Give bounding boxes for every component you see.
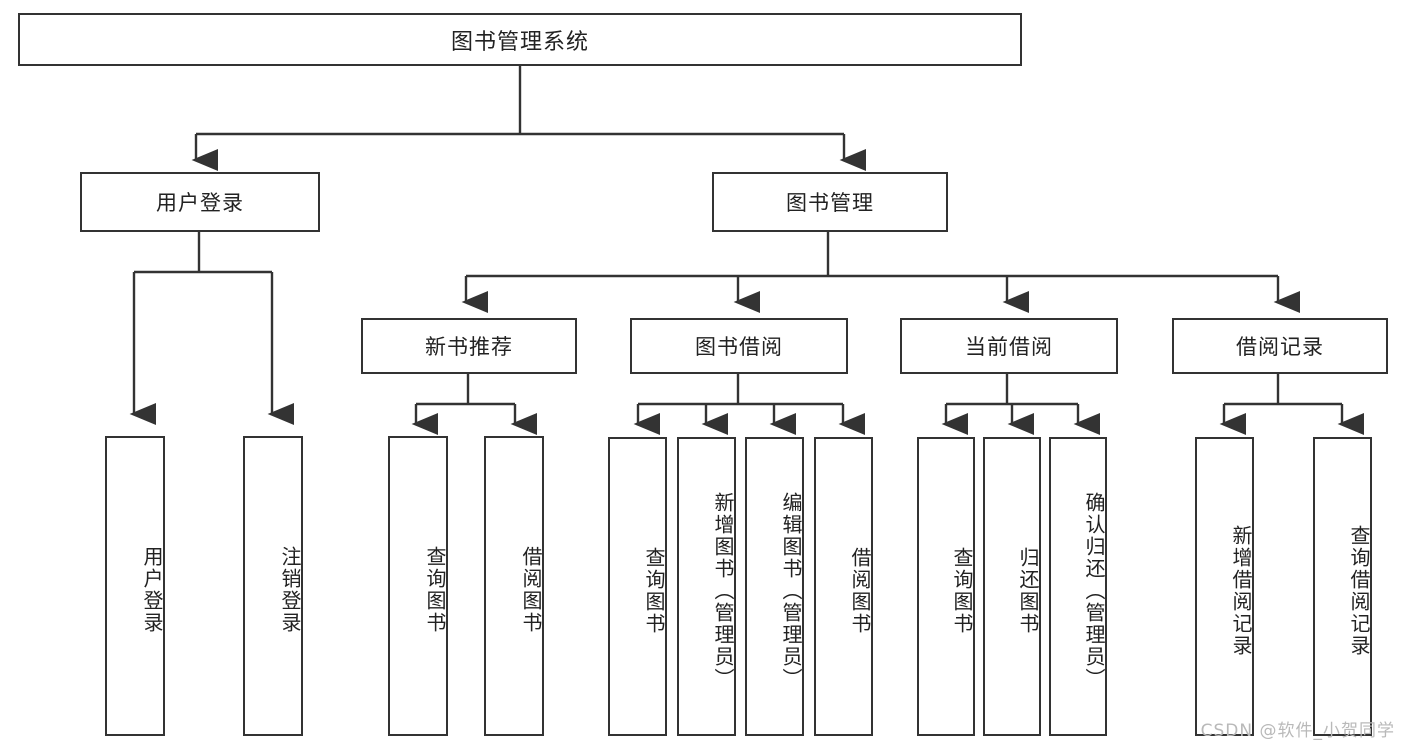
- leaf-borrow-query-book-label: 查询图书: [642, 546, 666, 635]
- leaf-user-login-label: 用户登录: [140, 546, 164, 634]
- leaf-user-login[interactable]: 用户登录: [105, 436, 165, 736]
- leaf-recommend-query-book-label: 查询图书: [423, 546, 447, 634]
- leaf-current-return-book-label: 归还图书: [1016, 546, 1040, 635]
- leaf-logout-label: 注销登录: [278, 546, 302, 634]
- leaf-current-query-book[interactable]: 查询图书: [917, 437, 975, 736]
- node-book-borrow[interactable]: 图书借阅: [630, 318, 848, 374]
- leaf-record-add-label: 新增借阅记录: [1229, 524, 1253, 657]
- leaf-borrow-borrow-book[interactable]: 借阅图书: [814, 437, 873, 736]
- node-root-system[interactable]: 图书管理系统: [18, 13, 1022, 66]
- leaf-recommend-borrow-book-label: 借阅图书: [519, 546, 543, 634]
- leaf-recommend-borrow-book[interactable]: 借阅图书: [484, 436, 544, 736]
- leaf-recommend-query-book[interactable]: 查询图书: [388, 436, 448, 736]
- leaf-borrow-query-book[interactable]: 查询图书: [608, 437, 667, 736]
- csdn-watermark: CSDN @软件_小贺同学: [1200, 721, 1395, 741]
- leaf-record-add[interactable]: 新增借阅记录: [1195, 437, 1254, 736]
- leaf-current-confirm-return-label: 确认归还（管理员）: [1082, 491, 1106, 690]
- leaf-current-query-book-label: 查询图书: [950, 546, 974, 635]
- leaf-borrow-add-book-label: 新增图书（管理员）: [711, 491, 735, 690]
- leaf-current-return-book[interactable]: 归还图书: [983, 437, 1041, 736]
- leaf-borrow-add-book[interactable]: 新增图书（管理员）: [677, 437, 736, 736]
- leaf-record-query-label: 查询借阅记录: [1347, 524, 1371, 657]
- leaf-borrow-borrow-book-label: 借阅图书: [848, 546, 872, 635]
- leaf-record-query[interactable]: 查询借阅记录: [1313, 437, 1372, 736]
- node-current-borrow[interactable]: 当前借阅: [900, 318, 1118, 374]
- leaf-current-confirm-return[interactable]: 确认归还（管理员）: [1049, 437, 1107, 736]
- leaf-borrow-edit-book-label: 编辑图书（管理员）: [779, 491, 803, 690]
- node-book-management[interactable]: 图书管理: [712, 172, 948, 232]
- leaf-borrow-edit-book[interactable]: 编辑图书（管理员）: [745, 437, 804, 736]
- node-new-book-recommend[interactable]: 新书推荐: [361, 318, 577, 374]
- node-user-login[interactable]: 用户登录: [80, 172, 320, 232]
- leaf-logout[interactable]: 注销登录: [243, 436, 303, 736]
- node-borrow-record[interactable]: 借阅记录: [1172, 318, 1388, 374]
